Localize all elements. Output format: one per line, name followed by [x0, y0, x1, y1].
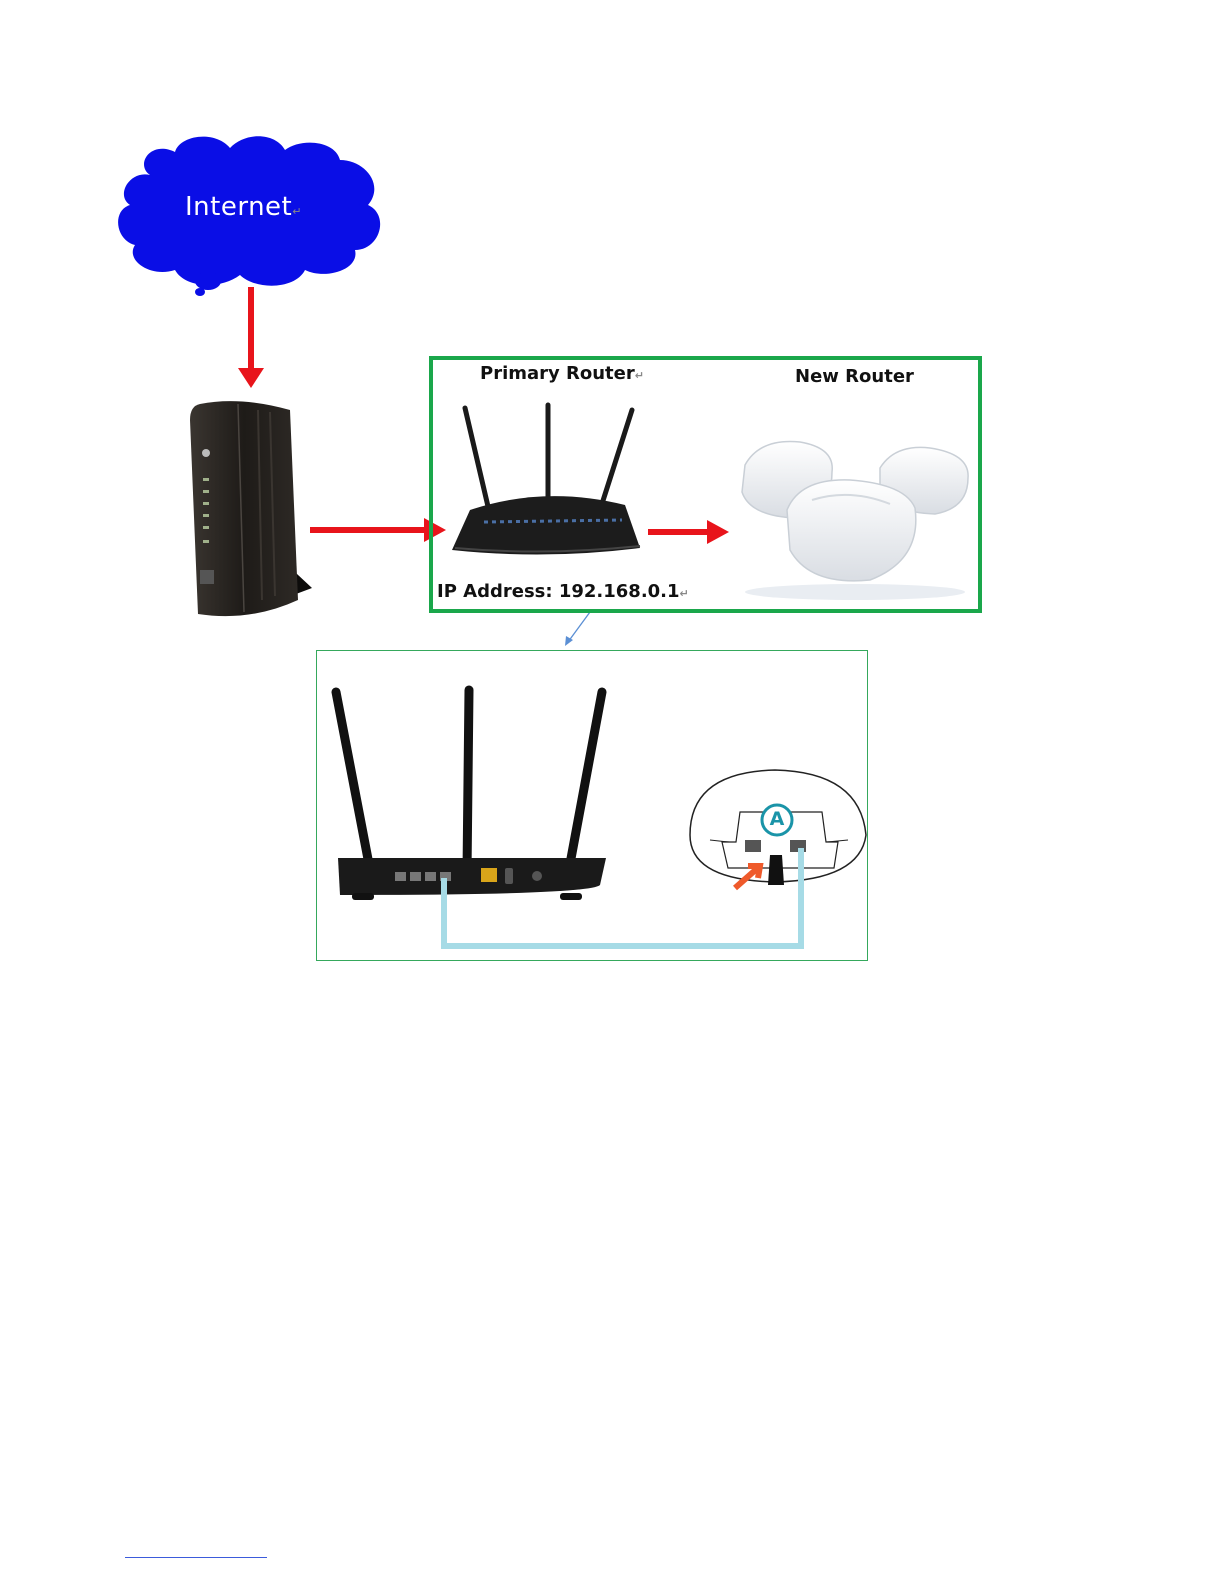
- detail-pointer-arrow: [565, 612, 590, 646]
- new-router-label: New Router: [795, 366, 914, 387]
- router-group-box: [429, 356, 982, 613]
- arrow-modem-to-router: [310, 518, 446, 542]
- port-a-badge-label: A: [768, 808, 786, 830]
- connection-detail-box: [316, 650, 868, 961]
- internet-label: Internet↵: [185, 192, 302, 222]
- ip-address-label: IP Address: 192.168.0.1↵: [437, 581, 689, 602]
- cable-modem: [190, 401, 312, 616]
- primary-router-label: Primary Router↵: [480, 363, 644, 384]
- footnote-separator: [125, 1557, 267, 1558]
- arrow-internet-to-modem: [238, 287, 264, 388]
